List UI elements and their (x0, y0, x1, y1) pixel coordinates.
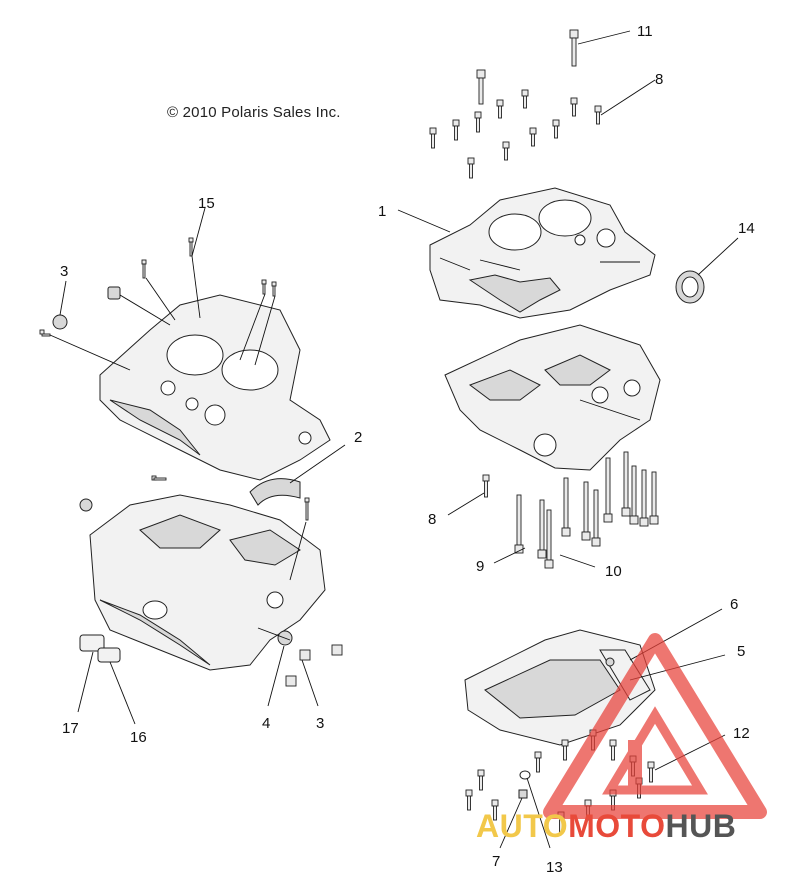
copyright-text: © 2010 Polaris Sales Inc. (167, 104, 341, 121)
callout-5: 5 (737, 643, 745, 660)
callout-3-top: 3 (60, 263, 68, 280)
bolt-set-top (429, 29, 656, 179)
callout-7: 7 (492, 853, 500, 870)
callout-11: 11 (637, 23, 653, 40)
callout-16: 16 (130, 729, 147, 746)
left-lower-crankcase (77, 475, 343, 725)
left-upper-crankcase (39, 207, 331, 481)
watermark-triangle-logo (543, 633, 767, 819)
callout-10: 10 (605, 563, 622, 580)
callout-17: 17 (62, 720, 79, 737)
callout-labels: 1 2 3 3 4 5 6 7 8 8 9 10 11 12 13 14 15 … (60, 23, 755, 876)
callout-9: 9 (476, 558, 484, 575)
callout-8-top: 8 (655, 71, 663, 88)
callout-1: 1 (378, 203, 386, 220)
callout-6: 6 (730, 596, 738, 613)
callout-3-bottom: 3 (316, 715, 324, 732)
watermark-text: AUTOMOTOHUB (476, 808, 736, 845)
upper-crankcase (397, 187, 656, 319)
callout-15: 15 (198, 195, 215, 212)
bearing-2 (249, 444, 346, 506)
seal-14 (675, 237, 739, 304)
callout-13: 13 (546, 859, 563, 876)
callout-4: 4 (262, 715, 270, 732)
callout-2: 2 (354, 429, 362, 446)
lower-crankcase-right (444, 324, 661, 471)
callout-14: 14 (738, 220, 755, 237)
callout-8-middle: 8 (428, 511, 436, 528)
bolt-set-middle (447, 451, 659, 569)
watermark-moto: MOTO (568, 808, 666, 844)
callout-12: 12 (733, 725, 750, 742)
watermark-auto: AUTO (476, 808, 569, 844)
watermark-hub: HUB (665, 808, 737, 844)
